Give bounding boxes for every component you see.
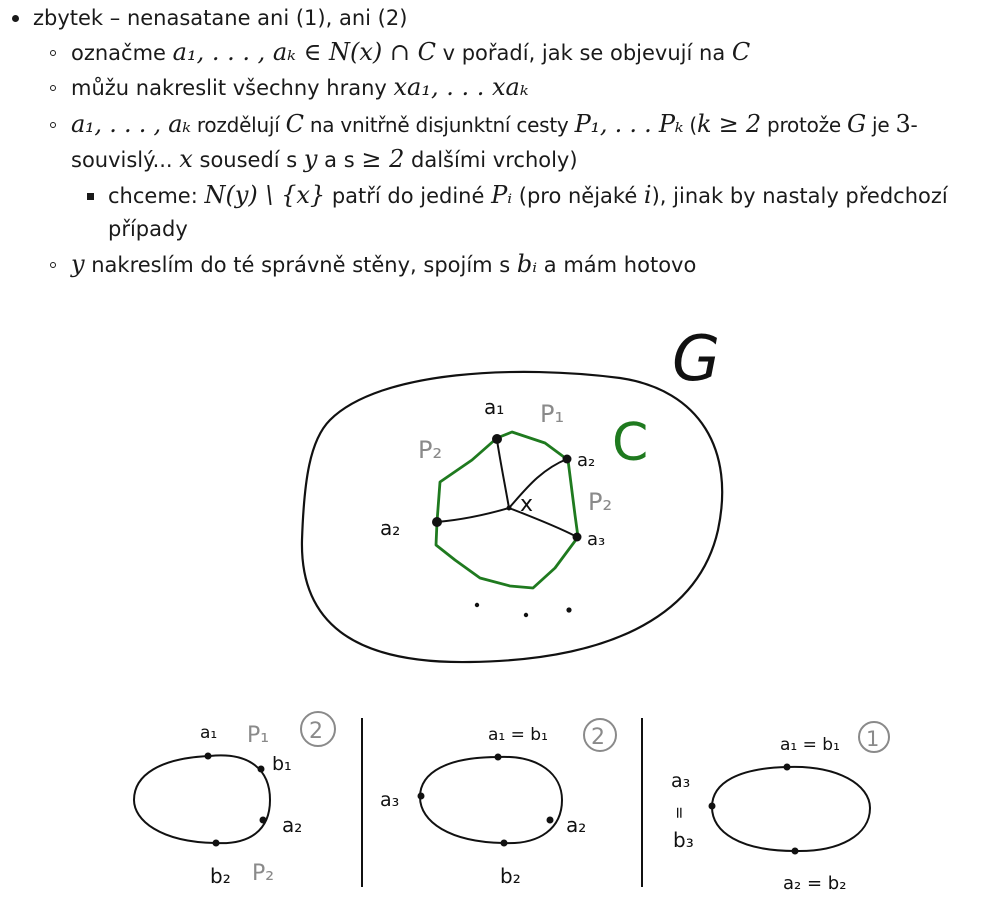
math-formula: P₁, . . . Pₖ (574, 110, 684, 138)
math-formula: a₁, . . . , aₖ (71, 110, 191, 138)
a1-label: a₁ (484, 395, 504, 419)
vertex-x (506, 505, 512, 511)
vertex-a2-left (432, 517, 442, 527)
case-1-sketch: a₁ P₁ b₁ a₂ b₂ P₂ 2 (132, 711, 336, 888)
vertex-a2 (562, 454, 572, 464)
note-line-1: zbytek – nenasatane ani (1), ani (2) (33, 1, 407, 35)
bullet-circle (50, 262, 56, 268)
case1-p1: P₁ (247, 723, 269, 748)
cycle-vertices (432, 434, 582, 542)
note-text: nakreslím do té správně stěny, spojím s (84, 253, 517, 277)
note-line-3: můžu nakreslit všechny hrany xa₁, . . . … (71, 70, 529, 105)
math-formula: i (643, 181, 652, 209)
case2-a2: a₂ (566, 813, 586, 837)
note-text: rozdělují (190, 113, 286, 137)
vertex-a1 (492, 434, 502, 444)
note-text: souvislý... (71, 148, 180, 172)
a3-label: a₃ (587, 529, 605, 550)
note-text: patří do jediné (325, 184, 492, 208)
note-text: na vnitřně disjunktní cesty (303, 113, 575, 137)
p2-label-right: P₂ (588, 488, 612, 516)
x-label: x (520, 492, 533, 517)
math-formula: y (71, 250, 85, 278)
case1-b1: b₁ (272, 753, 292, 775)
note-line-4: a₁, . . . , aₖ rozdělují C na vnitřně di… (71, 107, 918, 142)
math-formula: C (731, 38, 751, 66)
note-line-8: y nakreslím do té správně stěny, spojím … (71, 247, 696, 282)
a2-left-label: a₂ (380, 516, 400, 540)
cycle-c (434, 430, 580, 590)
note-text: a s (317, 148, 362, 172)
math-formula: Pᵢ (491, 181, 513, 209)
case2-b2: b₂ (500, 864, 521, 888)
math-formula: ≥ 2 (361, 145, 405, 173)
note-text: sousedí s (192, 148, 304, 172)
note-line-7: případy (108, 212, 188, 246)
case3-a3: a₃ (671, 770, 690, 792)
note-text: můžu nakreslit všechny hrany (71, 76, 394, 100)
note-line-2: označme a₁, . . . , aₖ ∈ N(x) ∩ C v pořa… (71, 35, 750, 70)
math-formula: y (303, 145, 318, 173)
p2-label-left: P₂ (418, 436, 442, 464)
math-formula: a₁, . . . , aₖ ∈ N(x) ∩ C (172, 38, 436, 66)
math-formula: 3 (895, 110, 911, 138)
case3-b3: b₃ (673, 828, 694, 852)
case3-circled: 1 (866, 727, 879, 751)
bullet-circle (50, 122, 56, 128)
p1-label: P₁ (540, 400, 564, 428)
bullet-disc (12, 15, 19, 22)
graph-outline (300, 370, 724, 664)
case2-a3: a₃ (380, 789, 399, 811)
graph-label: G (672, 322, 720, 395)
case1-a2: a₂ (282, 813, 302, 837)
bullet-circle (50, 85, 56, 91)
note-text: případy (108, 217, 188, 241)
math-formula: x (179, 145, 193, 173)
math-formula: k ≥ 2 (696, 110, 761, 138)
a2-label: a₂ (577, 450, 595, 471)
math-formula: N(y) \ {x} (204, 181, 326, 209)
math-formula: bᵢ (516, 250, 538, 278)
math-formula: xa₁, . . . xaₖ (393, 73, 529, 101)
case1-a1: a₁ (200, 723, 217, 743)
note-text: zbytek – nenasatane ani (1), ani (2) (33, 6, 408, 30)
note-line-6: chceme: N(y) \ {x} patří do jediné Pᵢ (p… (108, 178, 948, 213)
case2-circled: 2 (591, 725, 605, 750)
ellipsis-dots (474, 602, 572, 618)
note-text: chceme: (108, 184, 205, 208)
case3-a1-b1: a₁ = b₁ (780, 735, 840, 755)
note-text: dalšími vrcholy) (404, 148, 578, 172)
note-text: je (865, 113, 896, 137)
case-2-sketch: a₁ = b₁ a₃ a₂ b₂ 2 (380, 718, 617, 888)
note-line-5: souvislý... x sousedí s y a s ≥ 2 dalším… (71, 142, 578, 177)
case2-a1-b1: a₁ = b₁ (488, 725, 548, 745)
case3-a2-b2: a₂ = b₂ (783, 873, 846, 894)
note-text: (pro nějaké (512, 184, 644, 208)
edges-from-x (436, 439, 578, 538)
cycle-label: C (612, 413, 648, 473)
note-text: - (910, 113, 918, 137)
case1-p2: P₂ (252, 861, 274, 886)
bullet-circle (50, 50, 56, 56)
case-3-sketch: a₁ = b₁ a₃ = b₃ a₂ = b₂ 1 (670, 721, 890, 894)
note-text: v pořadí, jak se objevují na (435, 41, 732, 65)
note-text: a mám hotovo (537, 253, 697, 277)
note-text: ), jinak by nastaly předchozí (651, 184, 948, 208)
vertex-a3 (572, 532, 582, 542)
math-formula: C (285, 110, 304, 138)
math-formula: G (846, 110, 866, 138)
note-text: protože (760, 113, 847, 137)
bullet-square (87, 193, 94, 200)
note-text: označme (71, 41, 173, 65)
case3-equals: = (670, 806, 689, 819)
case1-circled: 2 (309, 719, 323, 744)
case1-b2: b₂ (210, 864, 231, 888)
note-text: ( (683, 113, 697, 137)
